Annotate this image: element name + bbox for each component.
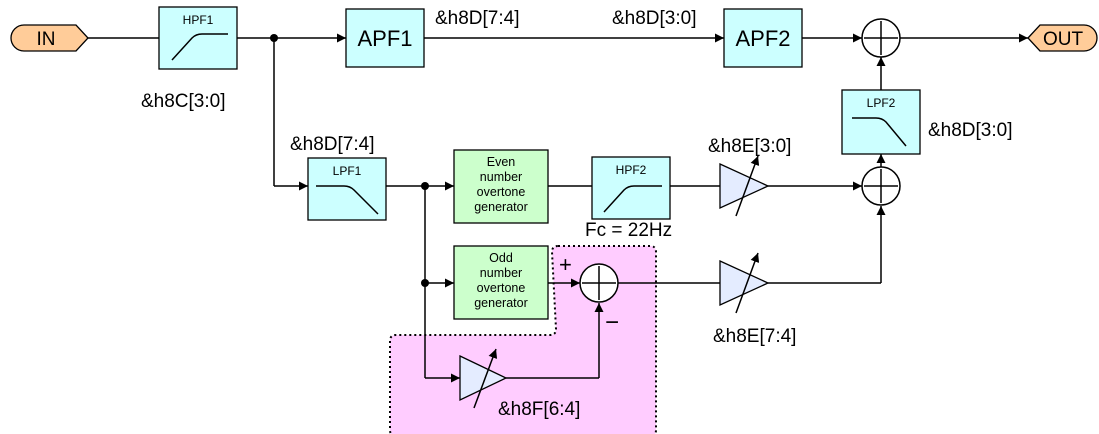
odd-gen-line-3: overtone <box>477 281 526 295</box>
lpf2-block: LPF2 <box>841 89 921 155</box>
sub-gain-register: &h8F[6:4] <box>498 399 580 420</box>
hpf2-block: HPF2 <box>591 156 671 220</box>
even-gen-line-1: Even <box>487 155 516 169</box>
odd-gain-register: &h8E[7:4] <box>713 326 796 347</box>
overtone-sum-junction <box>861 166 901 206</box>
lpf1-register: &h8D[7:4] <box>290 134 375 155</box>
plus-sign: + <box>559 252 572 277</box>
odd-gen-line-4: generator <box>474 296 528 310</box>
input-label: IN <box>37 29 56 50</box>
lowpass-curve-icon <box>316 185 379 215</box>
hpf2-cutoff-label: Fc = 22Hz <box>585 220 672 241</box>
hpf1-label: HPF1 <box>183 13 214 27</box>
lpf2-label: LPF2 <box>867 96 896 110</box>
even-gen-line-4: generator <box>474 200 528 214</box>
even-gen-line-2: number <box>480 170 522 184</box>
apf2-label: APF2 <box>735 26 790 51</box>
wires <box>88 33 1028 383</box>
hpf1-register: &h8C[3:0] <box>141 91 226 112</box>
junction-dots <box>270 34 429 287</box>
odd-gain-amplifier <box>719 252 770 314</box>
apf1-label: APF1 <box>357 26 412 51</box>
output-terminal: OUT <box>1027 24 1098 52</box>
apf2-block: APF2 <box>723 8 803 68</box>
apf2-register: &h8D[3:0] <box>612 8 697 29</box>
odd-gen-line-2: number <box>480 266 522 280</box>
lpf1-block: LPF1 <box>307 157 387 221</box>
output-label: OUT <box>1043 29 1084 50</box>
highpass-curve-icon <box>171 33 228 61</box>
hpf2-label: HPF2 <box>616 163 647 177</box>
lpf2-register: &h8D[3:0] <box>928 120 1013 141</box>
sub-gain-amplifier <box>459 348 508 409</box>
hpf1-block: HPF1 <box>158 6 238 70</box>
odd-overtone-generator: Odd number overtone generator <box>453 245 549 320</box>
odd-gen-line-1: Odd <box>489 251 513 265</box>
lowpass-curve-icon <box>852 117 907 147</box>
output-sum-junction <box>861 18 901 58</box>
even-gain-amplifier <box>719 155 770 217</box>
apf1-block: APF1 <box>345 8 425 68</box>
subtract-sum-junction <box>579 263 619 303</box>
highpass-curve-icon <box>603 185 662 213</box>
even-gen-line-3: overtone <box>477 185 526 199</box>
even-gain-register: &h8E[3:0] <box>708 136 791 157</box>
minus-sign: − <box>605 309 619 336</box>
apf1-register: &h8D[7:4] <box>435 8 520 29</box>
lpf1-label: LPF1 <box>333 164 362 178</box>
even-overtone-generator: Even number overtone generator <box>453 149 549 224</box>
input-terminal: IN <box>10 24 89 52</box>
